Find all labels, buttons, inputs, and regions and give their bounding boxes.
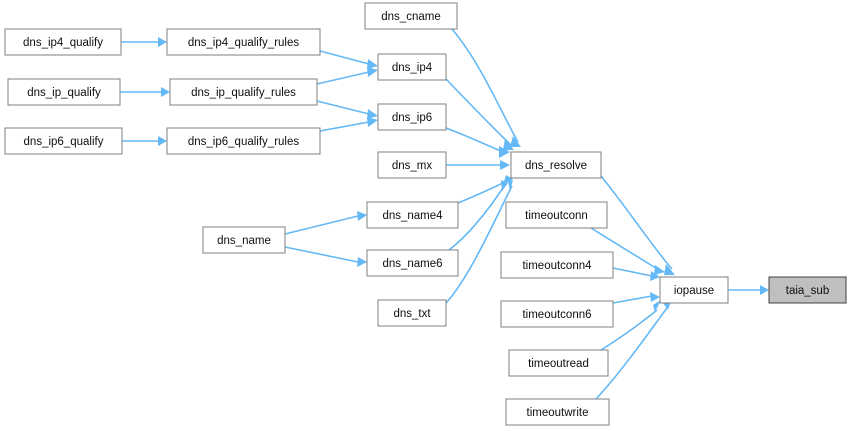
arrowhead-icon [503,139,514,150]
edge-timeoutread-to-iopause [600,309,658,351]
node-dns_name4[interactable]: dns_name4 [366,201,459,229]
edge-dns_ip4_qualify_rules-to-dns_ip4 [319,50,370,65]
edge-timeoutconn4-to-iopause [612,267,653,277]
edge-dns_cname-to-dns_resolve [451,28,519,143]
arrowhead-icon [760,285,769,295]
node-taia_sub[interactable]: taia_sub [768,276,847,304]
edge-dns_resolve-to-iopause [600,175,673,270]
arrowhead-icon [367,117,378,127]
arrowhead-icon [367,67,378,77]
edges-layer [120,28,769,400]
arrowhead-icon [367,109,378,119]
edge-dns_ip4-to-dns_resolve [445,78,513,147]
arrowhead-icon [161,87,170,97]
edge-timeoutconn-to-iopause [590,227,660,271]
node-dns_ip6_qualify[interactable]: dns_ip6_qualify [4,127,123,155]
node-box-timeoutconn4[interactable] [500,251,614,279]
node-box-dns_mx[interactable] [377,151,447,179]
arrowhead-icon [158,136,167,146]
edge-timeoutwrite-to-iopause [595,307,668,400]
arrowhead-icon [499,146,510,158]
node-box-dns_ip6_qualify_rules[interactable] [166,127,321,155]
node-box-iopause[interactable] [659,276,729,304]
node-dns_ip_qualify_rules[interactable]: dns_ip_qualify_rules [169,78,318,106]
node-box-dns_name6[interactable] [366,249,459,277]
arrowhead-icon [501,180,508,191]
node-box-dns_ip_qualify[interactable] [7,78,121,106]
node-dns_cname[interactable]: dns_cname [364,2,458,30]
node-dns_ip4_qualify[interactable]: dns_ip4_qualify [4,28,122,56]
arrowhead-icon [357,257,367,267]
node-dns_ip4[interactable]: dns_ip4 [377,53,447,81]
edge-dns_ip_qualify_rules-to-dns_ip6 [316,100,370,115]
arrowhead-icon [357,211,367,221]
arrowhead-icon [500,160,510,170]
node-box-timeoutconn6[interactable] [500,300,614,328]
node-dns_ip6_qualify_rules[interactable]: dns_ip6_qualify_rules [166,127,321,155]
node-timeoutconn6[interactable]: timeoutconn6 [500,300,614,328]
edge-dns_txt-to-dns_resolve [445,185,513,304]
node-iopause[interactable]: iopause [659,276,729,304]
node-box-dns_ip4_qualify[interactable] [4,28,122,56]
arrowhead-icon [510,136,521,147]
arrowhead-icon [654,265,665,275]
arrowhead-icon [664,264,675,275]
node-timeoutconn4[interactable]: timeoutconn4 [500,251,614,279]
node-box-dns_ip4_qualify_rules[interactable] [166,28,321,56]
node-box-timeoutwrite[interactable] [505,398,610,426]
node-dns_ip_qualify[interactable]: dns_ip_qualify [7,78,121,106]
node-box-dns_resolve[interactable] [510,151,602,179]
node-dns_resolve[interactable]: dns_resolve [510,151,602,179]
arrowhead-icon [650,292,660,302]
node-dns_ip4_qualify_rules[interactable]: dns_ip4_qualify_rules [166,28,321,56]
node-box-timeoutconn[interactable] [505,201,608,229]
node-box-dns_name[interactable] [202,226,286,254]
node-dns_txt[interactable]: dns_txt [377,299,447,327]
arrowhead-icon [650,271,660,281]
node-dns_ip6[interactable]: dns_ip6 [377,103,447,131]
node-box-dns_ip_qualify_rules[interactable] [169,78,318,106]
node-timeoutread[interactable]: timeoutread [508,349,609,377]
node-box-dns_ip6[interactable] [377,103,447,131]
node-box-dns_cname[interactable] [364,2,458,30]
edge-dns_name6-to-dns_resolve [448,184,506,251]
edge-timeoutconn6-to-iopause [612,295,653,304]
node-box-dns_txt[interactable] [377,299,447,327]
node-box-dns_ip6_qualify[interactable] [4,127,123,155]
edge-dns_ip6-to-dns_resolve [445,127,504,153]
node-box-dns_name4[interactable] [366,201,459,229]
node-dns_name[interactable]: dns_name [202,226,286,254]
node-box-taia_sub[interactable] [768,276,847,304]
arrowhead-icon [367,59,378,69]
node-timeoutconn[interactable]: timeoutconn [505,201,608,229]
node-box-dns_ip4[interactable] [377,53,447,81]
edge-dns_ip_qualify_rules-to-dns_ip4 [316,71,370,85]
edge-dns_ip6_qualify_rules-to-dns_ip6 [319,121,370,132]
node-dns_mx[interactable]: dns_mx [377,151,447,179]
node-dns_name6[interactable]: dns_name6 [366,249,459,277]
node-box-timeoutread[interactable] [508,349,609,377]
nodes-layer: dns_ip4_qualify dns_ip_qualify dns_ip6_qua… [4,2,847,426]
arrowhead-icon [653,300,661,312]
arrowhead-icon [158,37,167,47]
node-timeoutwrite[interactable]: timeoutwrite [505,398,610,426]
edge-dns_name-to-dns_name4 [284,215,359,235]
edge-dns_name-to-dns_name6 [284,246,359,263]
arrowhead-icon [508,180,513,191]
